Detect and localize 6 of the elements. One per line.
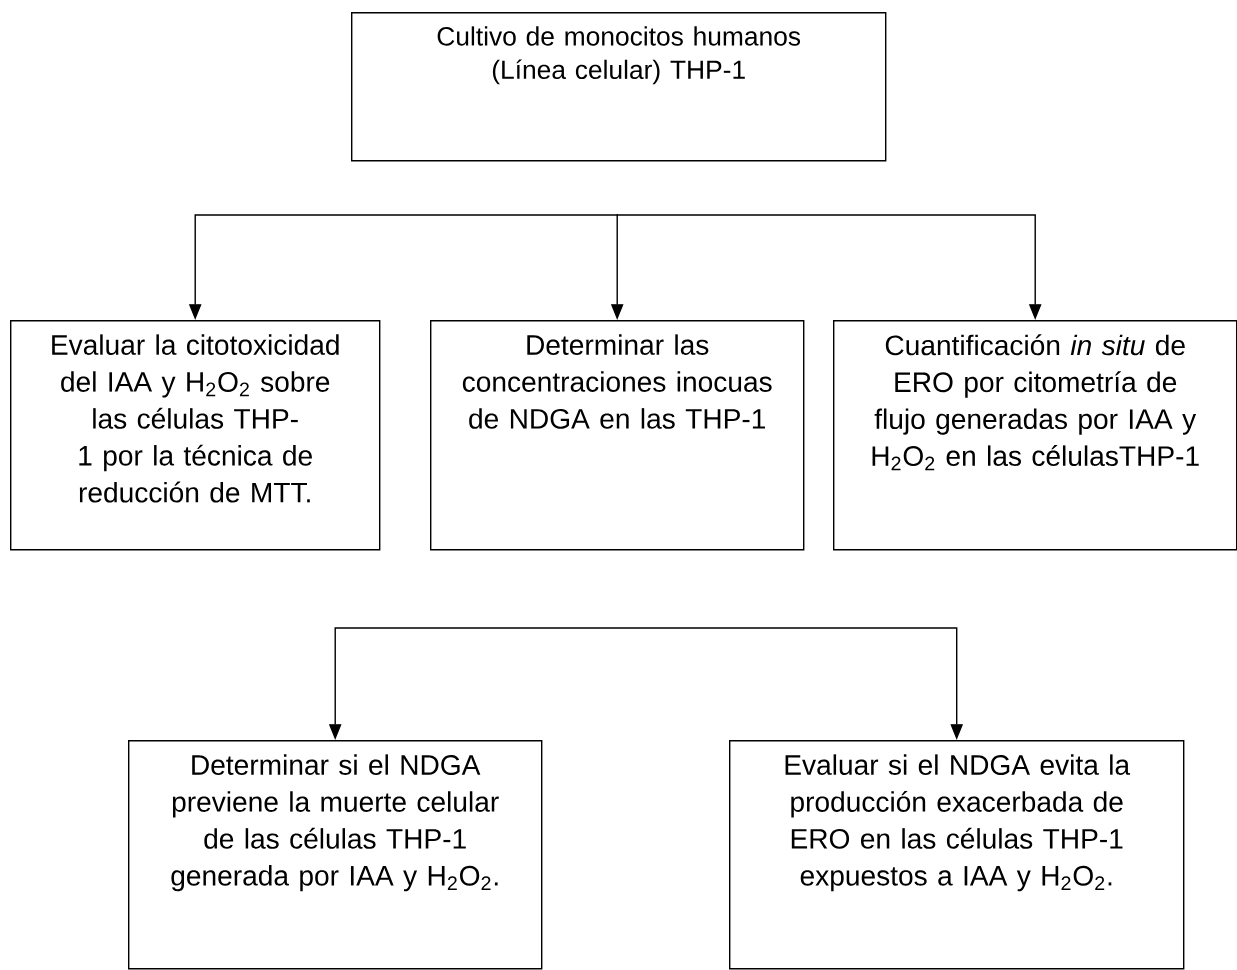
process-box: Determinar si el NDGA previene la muerte celular de las células THP-1 generada por IAA y H$_{2}$O$_{2}$. <box>128 740 543 970</box>
process-box: Cultivo de monocitos humanos (Línea celular) THP-1 <box>351 12 887 162</box>
process-box: Cuantificación in situ de ERO por citometría de flujo generadas por IAA y H$_{2}$O$_{2}$ en las célulasTHP-1 <box>833 320 1237 551</box>
process-box: Determinar las concentraciones inocuas de NDGA en las THP-1 <box>430 320 805 551</box>
process-box: Evaluar si el NDGA evita la producción exacerbada de ERO en las células THP-1 expuestos a IAA y H$_{2}$O$_{2}$. <box>729 740 1185 970</box>
process-box: Evaluar la citotoxicidad del IAA y H$_{2}$O$_{2}$ sobre las células THP-1 por la técnica de reducción de MTT. <box>10 320 381 551</box>
